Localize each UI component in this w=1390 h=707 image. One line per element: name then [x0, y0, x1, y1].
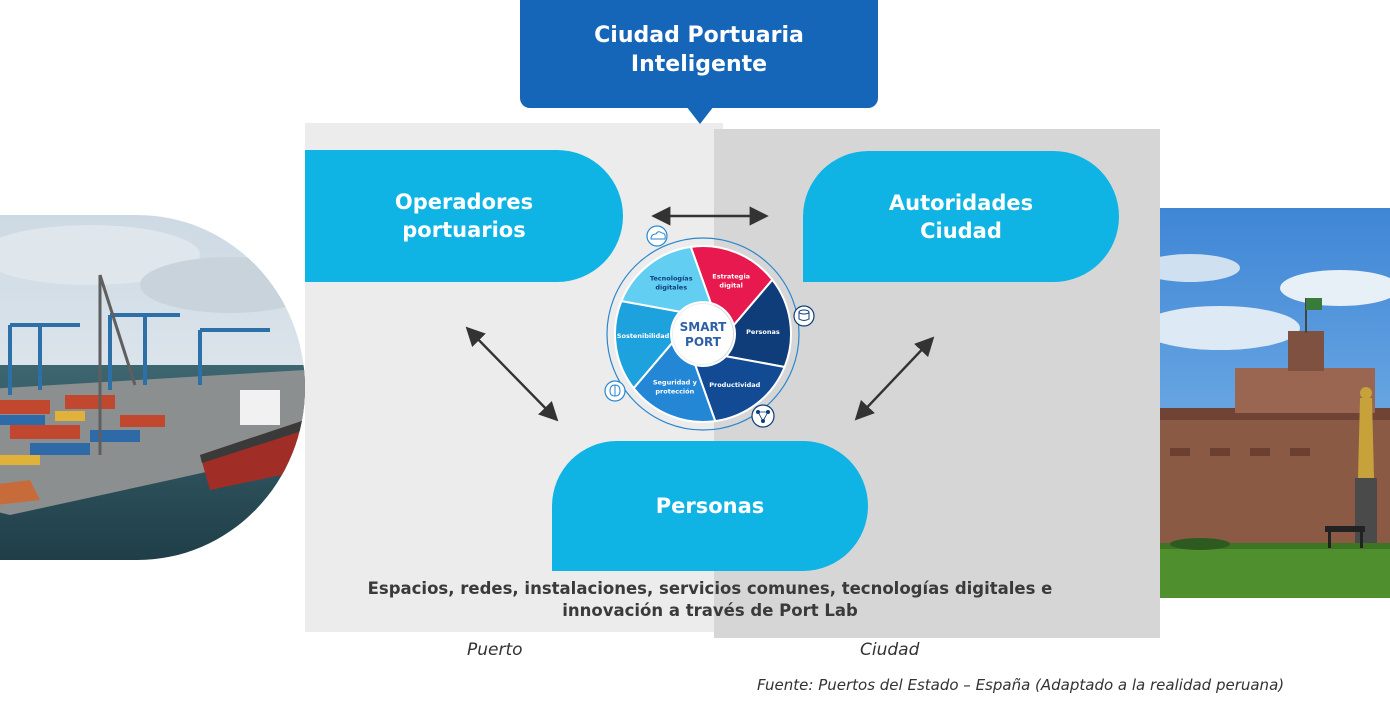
node-operadores-portuarios: Operadores portuarios	[305, 150, 623, 282]
node-personas: Personas	[552, 441, 868, 571]
wheel-segment	[724, 278, 792, 369]
database-icon	[793, 305, 815, 327]
wheel-segment	[693, 355, 786, 423]
brain-icon	[604, 380, 626, 402]
wheel-segment	[614, 299, 682, 390]
title-banner: Ciudad Portuaria Inteligente	[520, 0, 878, 108]
wheel-segment-label: Sostenibilidad	[617, 332, 670, 340]
title-pointer	[686, 106, 714, 124]
smart-port-line1: SMART	[680, 320, 728, 334]
label-puerto: Puerto	[467, 640, 523, 660]
node-autoridades-label: Autoridades Ciudad	[888, 190, 1034, 243]
bottom-description: Espacios, redes, instalaciones, servicio…	[367, 579, 1053, 620]
arrow-autoridades-personas	[854, 336, 935, 421]
source-note: Fuente: Puertos del Estado – España (Ada…	[757, 676, 1285, 694]
wheel-segment	[689, 245, 774, 328]
node-autoridades-ciudad: Autoridades Ciudad	[803, 151, 1119, 282]
network-icon	[751, 404, 775, 428]
wheel-segment-label: Personas	[746, 328, 780, 336]
cloud-icon	[646, 225, 668, 247]
smart-port-line2: PORT	[685, 335, 722, 349]
diagram-title: Ciudad Portuaria Inteligente	[594, 23, 804, 77]
port-photo	[0, 215, 305, 560]
node-operadores-label: Operadores portuarios	[394, 190, 534, 242]
wheel-segment	[632, 340, 717, 423]
wheel-segment	[620, 245, 713, 313]
arrow-operadores-personas	[465, 326, 559, 422]
node-personas-label: Personas	[655, 494, 765, 518]
fortress-photo	[1160, 208, 1390, 598]
label-ciudad: Ciudad	[860, 640, 920, 660]
wheel-segment-label: Productividad	[709, 381, 760, 389]
